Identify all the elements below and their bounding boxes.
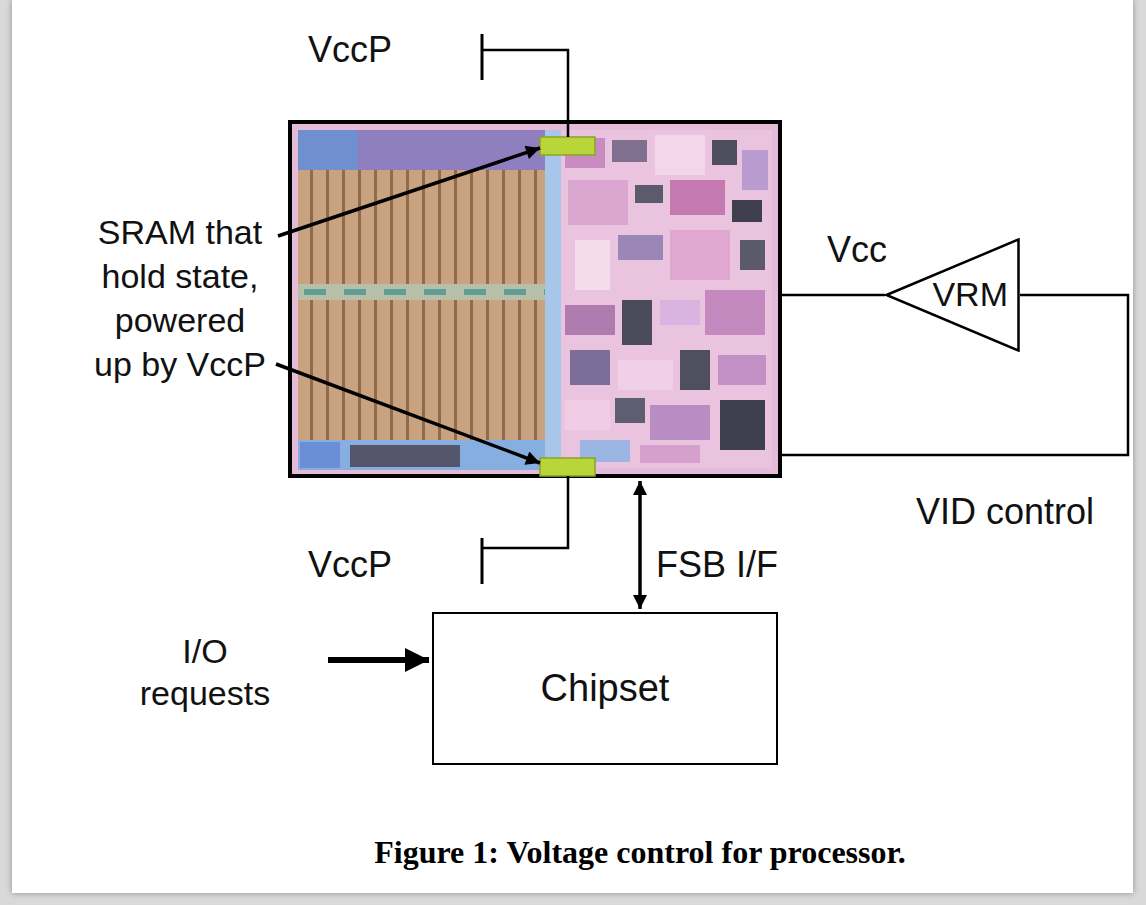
supply-symbol: [481, 538, 484, 584]
die-block: [742, 150, 768, 190]
die-block: [680, 350, 710, 390]
chipset-box: Chipset: [432, 612, 778, 765]
die-block: [298, 130, 545, 170]
vccp-pad: [540, 137, 595, 155]
bus-label: FSB I/F: [656, 544, 778, 585]
supply-label: Vcc: [827, 229, 887, 270]
vcc-wire: [782, 294, 885, 297]
leader-arrow: [276, 364, 540, 463]
die-block: [298, 440, 545, 470]
leader-arrow: [278, 148, 540, 236]
die-block: [612, 140, 647, 162]
die-block: [650, 405, 710, 440]
die-block: [712, 140, 737, 165]
die-block: [300, 442, 340, 468]
die-block: [570, 350, 610, 385]
vrm-triangle: VRM: [885, 238, 1020, 352]
die-block: [575, 240, 610, 290]
die-block: [705, 290, 765, 335]
figure-caption: Figure 1: Voltage control for processor.: [374, 834, 906, 871]
logic-area: [561, 130, 772, 468]
die-block: [670, 180, 725, 215]
die-block: [568, 180, 628, 225]
die-block: [640, 445, 700, 463]
triangle-outline: [887, 240, 1019, 351]
vccp-pad: [540, 458, 595, 476]
die-block: [565, 400, 610, 430]
bus-arrow: [638, 481, 642, 609]
die-block: [718, 355, 766, 385]
die-block: [618, 360, 673, 390]
die-block: [618, 235, 663, 260]
die-block: [740, 240, 765, 270]
node-text: Chipset: [541, 667, 670, 711]
sram-array: [298, 170, 545, 440]
die-block: [545, 130, 561, 468]
die-ground: [290, 122, 780, 476]
die-block: [720, 400, 765, 450]
signal-label: VID control: [916, 491, 1094, 532]
supply-wire: [482, 50, 568, 137]
input-arrow: [328, 657, 429, 663]
die-block: [622, 300, 652, 345]
supply-wire: [482, 476, 568, 548]
supply-label: VccP: [308, 29, 392, 70]
die-outline: [290, 122, 780, 476]
die-block: [655, 135, 705, 175]
die-block: [350, 445, 460, 467]
supply-symbol: [481, 34, 484, 80]
annotation-text: SRAM that hold state, powered up by VccP: [93, 210, 268, 386]
supply-label: VccP: [308, 544, 392, 585]
input-label: I/O requests: [135, 630, 275, 714]
die-block: [635, 185, 663, 203]
die-block: [565, 305, 615, 335]
sram-band: [298, 284, 545, 300]
die-block: [615, 398, 645, 423]
die-block: [732, 200, 762, 222]
die-block: [298, 130, 358, 170]
node-text: VRM: [932, 275, 1008, 314]
die-block: [660, 300, 700, 325]
die-block: [670, 230, 730, 280]
